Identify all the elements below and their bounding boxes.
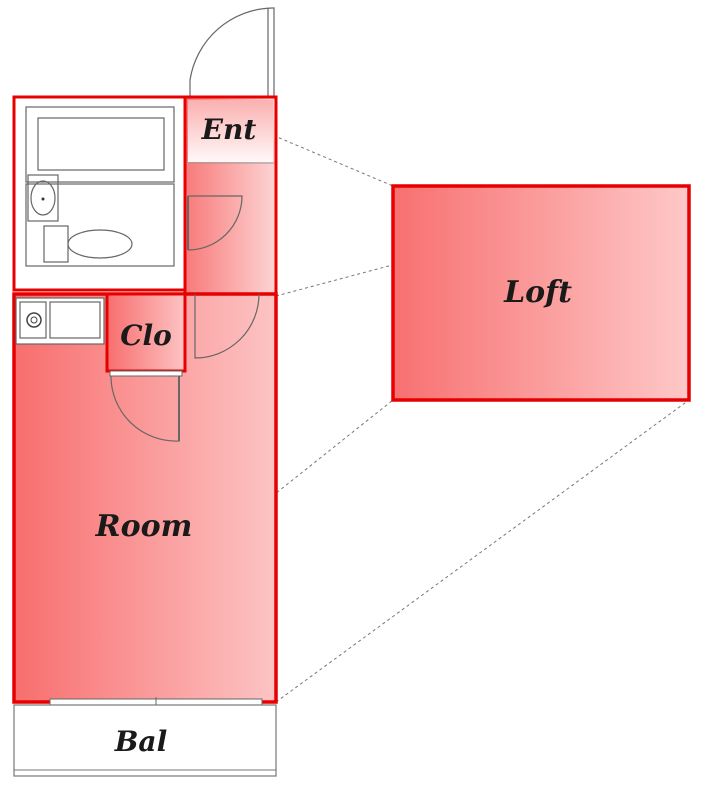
entrance-hall: Ent bbox=[183, 95, 278, 296]
balcony-label: Bal bbox=[114, 725, 167, 758]
bathroom bbox=[12, 95, 187, 292]
entrance-label: Ent bbox=[201, 113, 257, 146]
main-room: Clo Room bbox=[12, 292, 278, 704]
room-label: Room bbox=[95, 509, 193, 544]
bathtub bbox=[25, 106, 175, 183]
kitchen bbox=[15, 297, 105, 345]
balcony: Bal bbox=[13, 704, 277, 777]
loft: Loft bbox=[391, 184, 691, 402]
loft-label: Loft bbox=[503, 275, 572, 310]
entrance-door bbox=[189, 7, 275, 97]
toilet bbox=[43, 225, 133, 263]
closet-label: Clo bbox=[120, 319, 172, 352]
sink bbox=[27, 174, 59, 222]
stove-icon bbox=[26, 312, 42, 328]
closet: Clo bbox=[105, 292, 187, 373]
